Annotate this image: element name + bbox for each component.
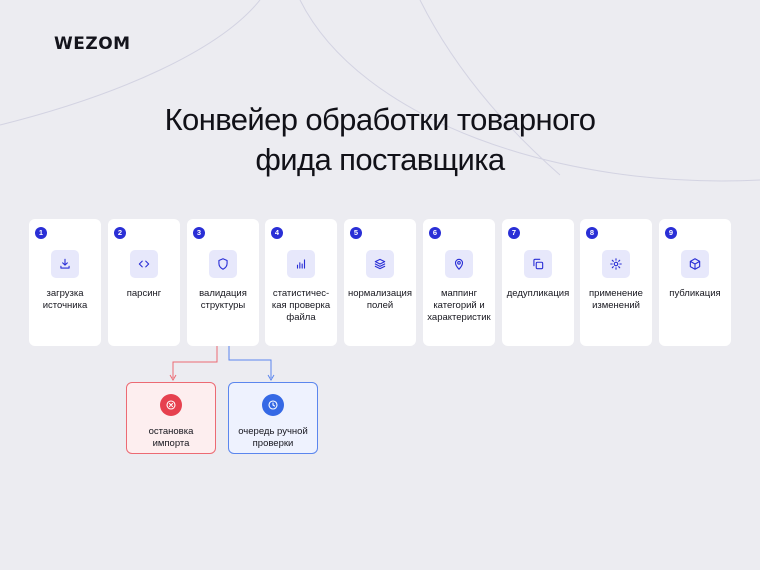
step-label: парсинг (108, 288, 180, 300)
step-label-line: дедупликация (506, 288, 570, 299)
step-label: дедупликация (502, 288, 574, 300)
step-label-line: загрузка (46, 288, 84, 299)
branch-stop-import: остановка импорта (126, 382, 216, 454)
step-number-badge: 4 (271, 227, 283, 239)
copy-icon (524, 250, 552, 278)
step-label-line: изменений (592, 300, 640, 311)
step-label-line: структуры (200, 300, 246, 311)
step-label-line: применение (589, 288, 643, 299)
step-number-badge: 1 (35, 227, 47, 239)
step-card-9: 9 публикация (659, 219, 731, 346)
step-label-line: источника (42, 300, 88, 311)
step-label-line: характеристик (427, 312, 491, 323)
step-label-line: публикация (669, 288, 721, 299)
step-card-2: 2 парсинг (108, 219, 180, 346)
step-label-line: полей (366, 300, 394, 311)
step-label-line: файла (286, 312, 316, 323)
step-label-line: нормализация (347, 288, 412, 299)
map-pin-icon (445, 250, 473, 278)
step-number-badge: 7 (508, 227, 520, 239)
step-number-badge: 2 (114, 227, 126, 239)
step-label-line: категорий и (433, 300, 485, 311)
branch-queue-label: очередь ручной проверки (238, 426, 308, 449)
title-line-2: фида поставщика (255, 142, 505, 177)
gear-icon (602, 250, 630, 278)
x-circle-icon (160, 394, 182, 416)
step-number-badge: 3 (193, 227, 205, 239)
bar-chart-icon (287, 250, 315, 278)
step-number-badge: 5 (350, 227, 362, 239)
step-label-line: валидация (199, 288, 247, 299)
step-card-7: 7 дедупликация (502, 219, 574, 346)
download-icon (51, 250, 79, 278)
box-icon (681, 250, 709, 278)
step-label-line: кая проверка (271, 300, 331, 311)
page-title: Конвейер обработки товарного фида постав… (80, 100, 680, 180)
title-line-1: Конвейер обработки товарного (164, 102, 596, 137)
layers-icon (366, 250, 394, 278)
shield-icon (209, 250, 237, 278)
step-number-badge: 9 (665, 227, 677, 239)
step-label: публикация (659, 288, 731, 300)
branch-manual-review-queue: очередь ручной проверки (228, 382, 318, 454)
step-label-line: парсинг (126, 288, 162, 299)
step-number-badge: 8 (586, 227, 598, 239)
step-label-line: маппинг (440, 288, 478, 299)
step-number-badge: 6 (429, 227, 441, 239)
branch-stop-label: остановка импорта (148, 426, 194, 449)
brand-logo: WEZOM (54, 34, 131, 54)
clock-icon (262, 394, 284, 416)
step-label-line: статистичес- (272, 288, 330, 299)
code-icon (130, 250, 158, 278)
